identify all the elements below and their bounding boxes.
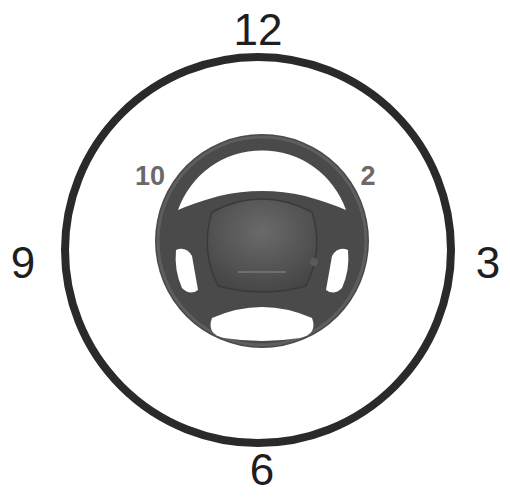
clock-number: 3 [476, 241, 500, 285]
clock-number: 6 [250, 448, 274, 492]
clock-number: 10 [135, 163, 165, 190]
clock-number: 12 [234, 8, 283, 52]
steering-wheel [155, 134, 369, 348]
clock-number: 9 [11, 241, 35, 285]
clock-face [65, 57, 451, 443]
clock-number: 2 [360, 163, 375, 190]
